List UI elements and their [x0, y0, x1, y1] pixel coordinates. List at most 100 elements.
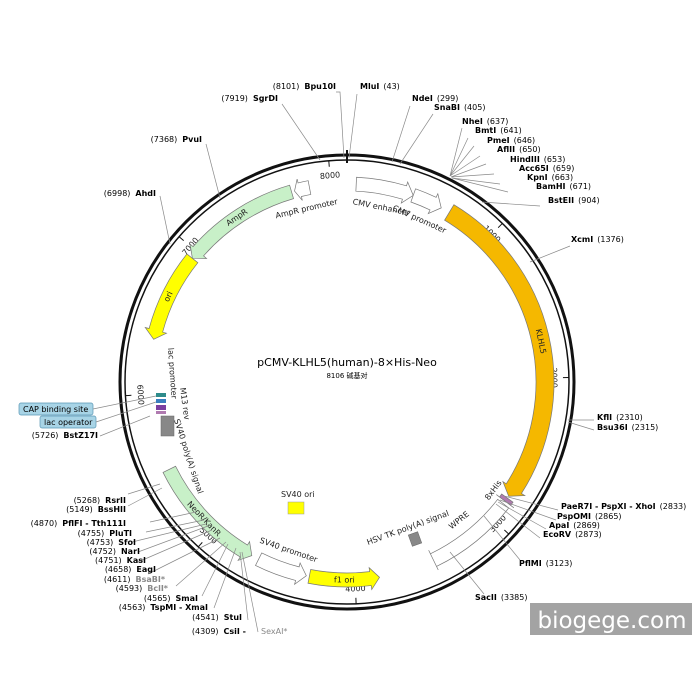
watermark-bg	[530, 603, 692, 635]
site-name: BssHII	[98, 505, 126, 514]
site-name: PmeI	[487, 136, 510, 145]
label-m13-rev: M13 rev	[178, 387, 191, 421]
site-name: ApaI	[549, 521, 569, 530]
site-name: EagI	[136, 565, 156, 574]
site-name: AflII	[497, 145, 515, 154]
label-hsv-tk-polya: HSV TK poly(A) signal	[366, 509, 450, 547]
restriction-site-layer: MluI(43)NdeI(299)SnaBI(405)NheI(637)BmtI…	[31, 82, 687, 636]
site-name: StuI	[224, 613, 242, 622]
site-name: BstZ17I	[63, 431, 98, 440]
site-position: (1376)	[597, 235, 624, 244]
site-position: (671)	[570, 182, 592, 191]
site-name: PspOMI	[557, 512, 591, 521]
site-name: HindIII	[510, 155, 540, 164]
site-position: (4611)	[104, 575, 131, 584]
site-name: SmaI	[176, 594, 198, 603]
lac-operator-box	[156, 399, 166, 403]
site-position: (299)	[437, 94, 459, 103]
lac-small-box	[156, 411, 166, 414]
site-name: CsiI -	[224, 627, 246, 636]
site-position: (4563)	[119, 603, 146, 612]
feature-ampr	[189, 184, 294, 259]
site-name: BclI*	[147, 584, 169, 593]
site-name: BmtI	[475, 126, 496, 135]
cap-binding-tag: CAP binding site	[18, 402, 94, 416]
backbone-inner	[124, 159, 570, 605]
feature-neor-kanr	[162, 465, 253, 562]
site-position: (6998)	[104, 189, 131, 198]
site-name: Bpu10I	[304, 82, 336, 91]
feature-f1-ori	[307, 566, 380, 591]
site-name: AhdI	[135, 189, 156, 198]
site-position: (637)	[487, 117, 509, 126]
site-position: (4309)	[192, 627, 219, 636]
site-position: (2869)	[573, 521, 600, 530]
site-name: PluTI	[109, 529, 132, 538]
site-position: (2873)	[575, 530, 602, 539]
feature-label: f1 ori	[334, 575, 355, 584]
site-name: TspMI - XmaI	[150, 603, 208, 612]
site-position: (653)	[544, 155, 566, 164]
feature-sv40-promoter	[255, 552, 307, 586]
site-position: (8101)	[273, 82, 300, 91]
site-name: SacII	[475, 593, 497, 602]
site-position: (5726)	[32, 431, 59, 440]
tick-mark	[504, 529, 510, 535]
feature-label: WPRE	[447, 509, 471, 531]
site-position: (4565)	[144, 594, 171, 603]
site-position: (2315)	[632, 423, 659, 432]
plasmid-size: 8106 碱基对	[326, 371, 367, 380]
hsv-tk-polya-box	[407, 531, 423, 547]
site-position: (7368)	[151, 135, 178, 144]
site-position: (3385)	[501, 593, 528, 602]
feature-label: 8xHis	[483, 479, 503, 502]
feature-cmv-enhancer	[355, 176, 414, 204]
site-position: (5149)	[66, 505, 93, 514]
plasmid-name: pCMV-KLHL5(human)-8×His-Neo	[257, 356, 437, 369]
site-name: PflFI - Tth111I	[62, 519, 126, 528]
tag-leaders	[92, 395, 157, 423]
site-position: (4658)	[105, 565, 132, 574]
site-position: (2865)	[595, 512, 622, 521]
site-position: (646)	[514, 136, 536, 145]
site-position: (4541)	[192, 613, 219, 622]
site-position: (650)	[519, 145, 541, 154]
site-position: (4593)	[116, 584, 143, 593]
site-name: PaeR7I - PspXI - XhoI	[561, 502, 656, 511]
tag-lac-operator: lac operator	[44, 418, 93, 427]
feature-wpre	[428, 498, 510, 571]
site-position: (2833)	[660, 502, 687, 511]
tag-cap-binding-site: CAP binding site	[23, 405, 88, 414]
feature-ampr-promoter	[294, 178, 312, 201]
tick-label: 4000	[345, 584, 366, 594]
site-position: (4753)	[87, 538, 114, 547]
site-position: (663)	[552, 173, 574, 182]
feature-label: ori	[162, 290, 175, 303]
tick-label: 8000	[319, 170, 340, 181]
site-name: SnaBI	[434, 103, 460, 112]
site-position: (7919)	[221, 94, 248, 103]
feature-cmv-promoter	[410, 188, 442, 215]
site-name: SgrDI	[253, 94, 278, 103]
site-name: MluI	[360, 82, 379, 91]
site-position: (4755)	[78, 529, 105, 538]
site-position: (904)	[578, 196, 600, 205]
site-position: (405)	[464, 103, 486, 112]
site-name: RsrII	[105, 496, 126, 505]
site-name: KasI	[127, 556, 146, 565]
lac-operator-tag: lac operator	[39, 415, 97, 429]
sv40-ori-box	[287, 501, 305, 515]
site-name: NarI	[121, 547, 140, 556]
tick-mark	[497, 223, 503, 229]
site-position: (641)	[500, 126, 522, 135]
site-position: (4752)	[89, 547, 116, 556]
site-name: PvuI	[182, 135, 202, 144]
site-name-grey: SexAI*	[261, 627, 287, 636]
feature-ori	[144, 253, 199, 340]
site-position: (43)	[383, 82, 399, 91]
backbone-outer	[118, 153, 576, 611]
cap-site-box	[156, 405, 166, 410]
m13-rev-box	[156, 393, 166, 397]
site-name: KflI	[597, 413, 612, 422]
